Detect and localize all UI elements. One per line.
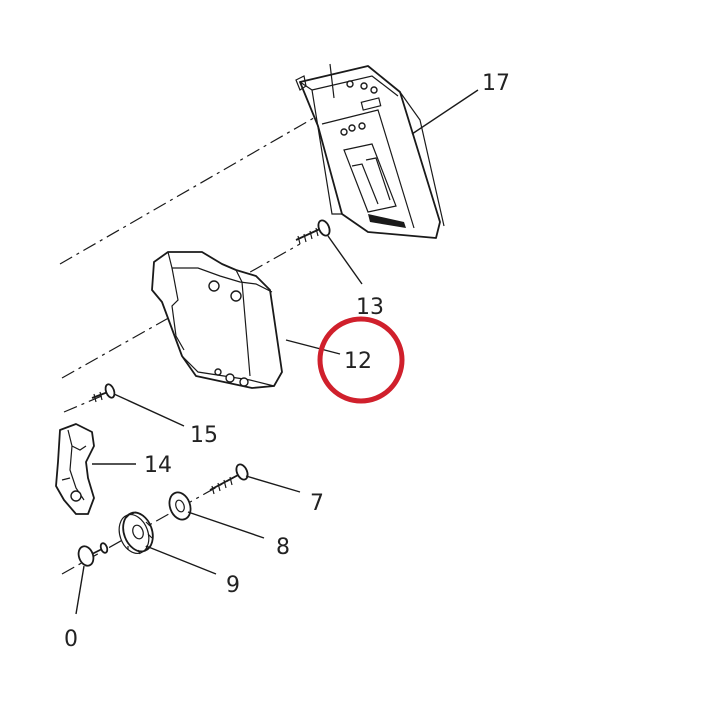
leader-12 (285, 339, 341, 355)
part-8-washer (168, 491, 192, 521)
callout-14: 14 (144, 453, 172, 478)
callout-9: 9 (226, 573, 240, 598)
callout-0: 0 (64, 627, 78, 652)
part-14-lever (55, 423, 95, 515)
part-9-gear (118, 511, 154, 555)
callout-17: 17 (482, 71, 510, 96)
leader-15 (113, 393, 185, 427)
callout-labels: 17 13 12 15 14 7 8 9 0 (64, 71, 510, 652)
leader-17 (411, 89, 479, 135)
part-12-bracket (151, 251, 283, 389)
part-15-screw (91, 383, 116, 403)
callout-15: 15 (190, 423, 218, 448)
part-17-housing (295, 63, 445, 239)
callout-13: 13 (356, 295, 384, 320)
callout-8: 8 (276, 535, 290, 560)
leader-9 (145, 545, 217, 575)
callout-12: 12 (344, 349, 372, 374)
leader-lines (75, 89, 479, 615)
part-13-screw (295, 219, 331, 245)
axis-line-lower (63, 394, 105, 413)
leader-7 (245, 475, 301, 493)
leader-8 (187, 511, 265, 539)
callout-7: 7 (310, 491, 324, 516)
leader-0 (75, 565, 85, 615)
part-7-screw (209, 463, 249, 495)
highlight-circle (317, 316, 405, 404)
leader-13 (327, 235, 363, 285)
part-0-pin (77, 542, 109, 567)
